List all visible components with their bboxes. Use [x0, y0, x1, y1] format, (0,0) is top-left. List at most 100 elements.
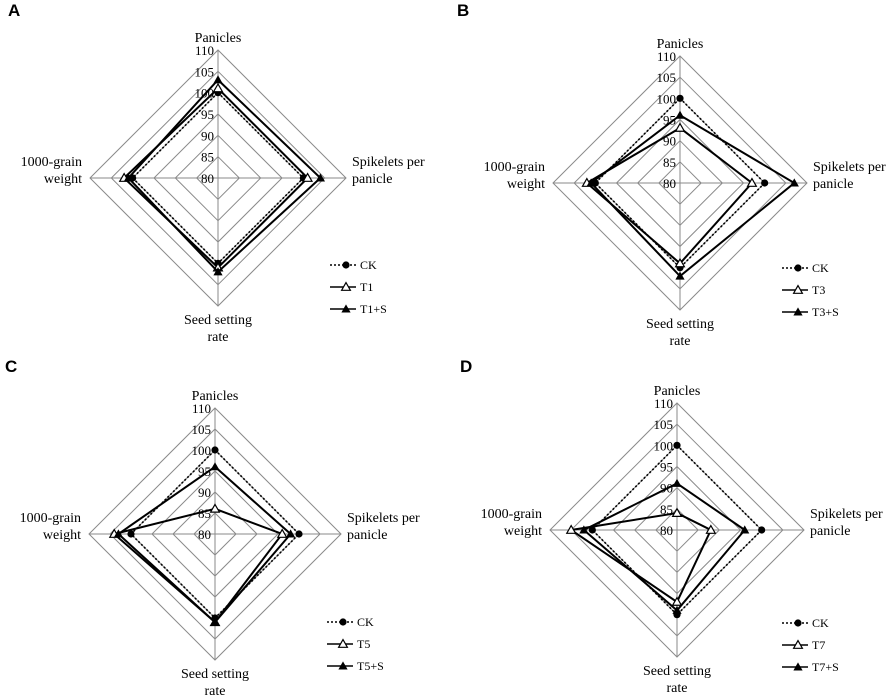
legend-label: T7: [812, 638, 825, 652]
data-point: [286, 529, 296, 538]
legend-marker: [338, 661, 348, 670]
axis-label-line: panicle: [352, 172, 392, 187]
axis-label-line: weight: [504, 524, 542, 539]
tick-label: 95: [660, 460, 673, 475]
data-point: [789, 178, 799, 187]
legend-entry: T3: [782, 283, 825, 297]
data-point: [213, 267, 223, 276]
axis-label: Seed setting rate: [184, 313, 252, 345]
legend-marker: [794, 264, 802, 272]
data-point: [211, 446, 219, 454]
tick-label: 95: [663, 113, 676, 128]
legend-marker: [793, 307, 803, 316]
data-point: [758, 526, 766, 534]
tick-label: 85: [663, 155, 676, 170]
axis-label-line: Panicles: [654, 384, 701, 399]
axis-label-line: rate: [205, 684, 226, 699]
tick-label: 80: [663, 176, 676, 191]
axis-label-line: panicle: [347, 528, 387, 543]
axis-label-line: Panicles: [195, 31, 242, 46]
data-point: [586, 178, 596, 187]
axis-label-line: Spikelets per: [810, 507, 883, 522]
legend-marker: [337, 638, 349, 648]
axis-label: Seed setting rate: [643, 664, 711, 696]
legend-entry: T5+S: [327, 659, 384, 673]
data-point: [276, 528, 288, 538]
legend-marker: [793, 662, 803, 671]
legend-entry: CK: [327, 615, 374, 629]
axis-label: Panicles: [657, 37, 704, 52]
legend-marker: [342, 261, 350, 269]
legend-entry: T7+S: [782, 660, 839, 674]
data-point: [676, 94, 684, 102]
data-point: [302, 172, 314, 182]
legend-marker: [339, 618, 347, 626]
panel-letter: A: [8, 1, 20, 20]
legend-marker: [792, 284, 804, 294]
tick-label: 95: [201, 107, 214, 122]
data-point: [565, 524, 577, 534]
axis-label-line: Seed setting: [643, 664, 711, 679]
data-point: [761, 179, 769, 187]
legend-entry: CK: [330, 258, 377, 272]
data-point: [672, 478, 682, 487]
axis-label: 1000-grain weight: [21, 155, 83, 187]
axis-label-line: weight: [44, 172, 82, 187]
data-point: [746, 177, 758, 187]
axis-label-line: Spikelets per: [352, 155, 425, 170]
tick-label: 100: [654, 438, 674, 453]
axis-label-line: rate: [667, 681, 688, 696]
axis-label-line: Panicles: [657, 37, 704, 52]
legend-label: T5+S: [357, 659, 384, 673]
axis-label: Spikelets per panicle: [813, 160, 886, 192]
axis-label-line: 1000-grain: [481, 507, 542, 522]
axis-label-line: Seed setting: [184, 313, 252, 328]
axis-label-line: rate: [208, 330, 229, 345]
legend-entry: CK: [782, 261, 829, 275]
axis-label-line: 1000-grain: [21, 155, 82, 170]
tick-label: 100: [657, 91, 677, 106]
data-point: [705, 524, 717, 534]
axis-label: 1000-grain weight: [481, 507, 543, 539]
data-point: [579, 525, 589, 534]
legend-marker: [341, 304, 351, 313]
axis-label-line: 1000-grain: [484, 160, 545, 175]
axis-label: Panicles: [654, 384, 701, 399]
data-point: [671, 507, 683, 517]
data-point: [209, 503, 221, 513]
data-point: [295, 530, 303, 538]
tick-label: 80: [660, 523, 673, 538]
legend-entry: T1: [330, 280, 373, 294]
data-point: [127, 530, 135, 538]
series-line-t1-plus-s: [127, 78, 322, 274]
legend-entry: CK: [782, 616, 829, 630]
data-point: [210, 617, 220, 626]
data-point: [675, 271, 685, 280]
tick-label: 110: [192, 401, 211, 416]
tick-label: 85: [201, 150, 214, 165]
legend-label: T5: [357, 637, 370, 651]
legend-marker: [794, 619, 802, 627]
legend-label: CK: [360, 258, 377, 272]
tick-label: 105: [654, 417, 674, 432]
data-point: [674, 122, 686, 132]
panel-letter: B: [457, 1, 469, 20]
axis-label-line: panicle: [813, 177, 853, 192]
axis-label-line: Spikelets per: [347, 511, 420, 526]
panel-letter: D: [460, 357, 472, 376]
axis-label-line: Spikelets per: [813, 160, 886, 175]
data-point: [740, 525, 750, 534]
legend-marker: [792, 639, 804, 649]
tick-label: 105: [192, 422, 212, 437]
data-point: [212, 82, 224, 93]
axis-label-line: 1000-grain: [20, 511, 81, 526]
data-point: [213, 75, 223, 84]
data-point: [123, 173, 133, 182]
